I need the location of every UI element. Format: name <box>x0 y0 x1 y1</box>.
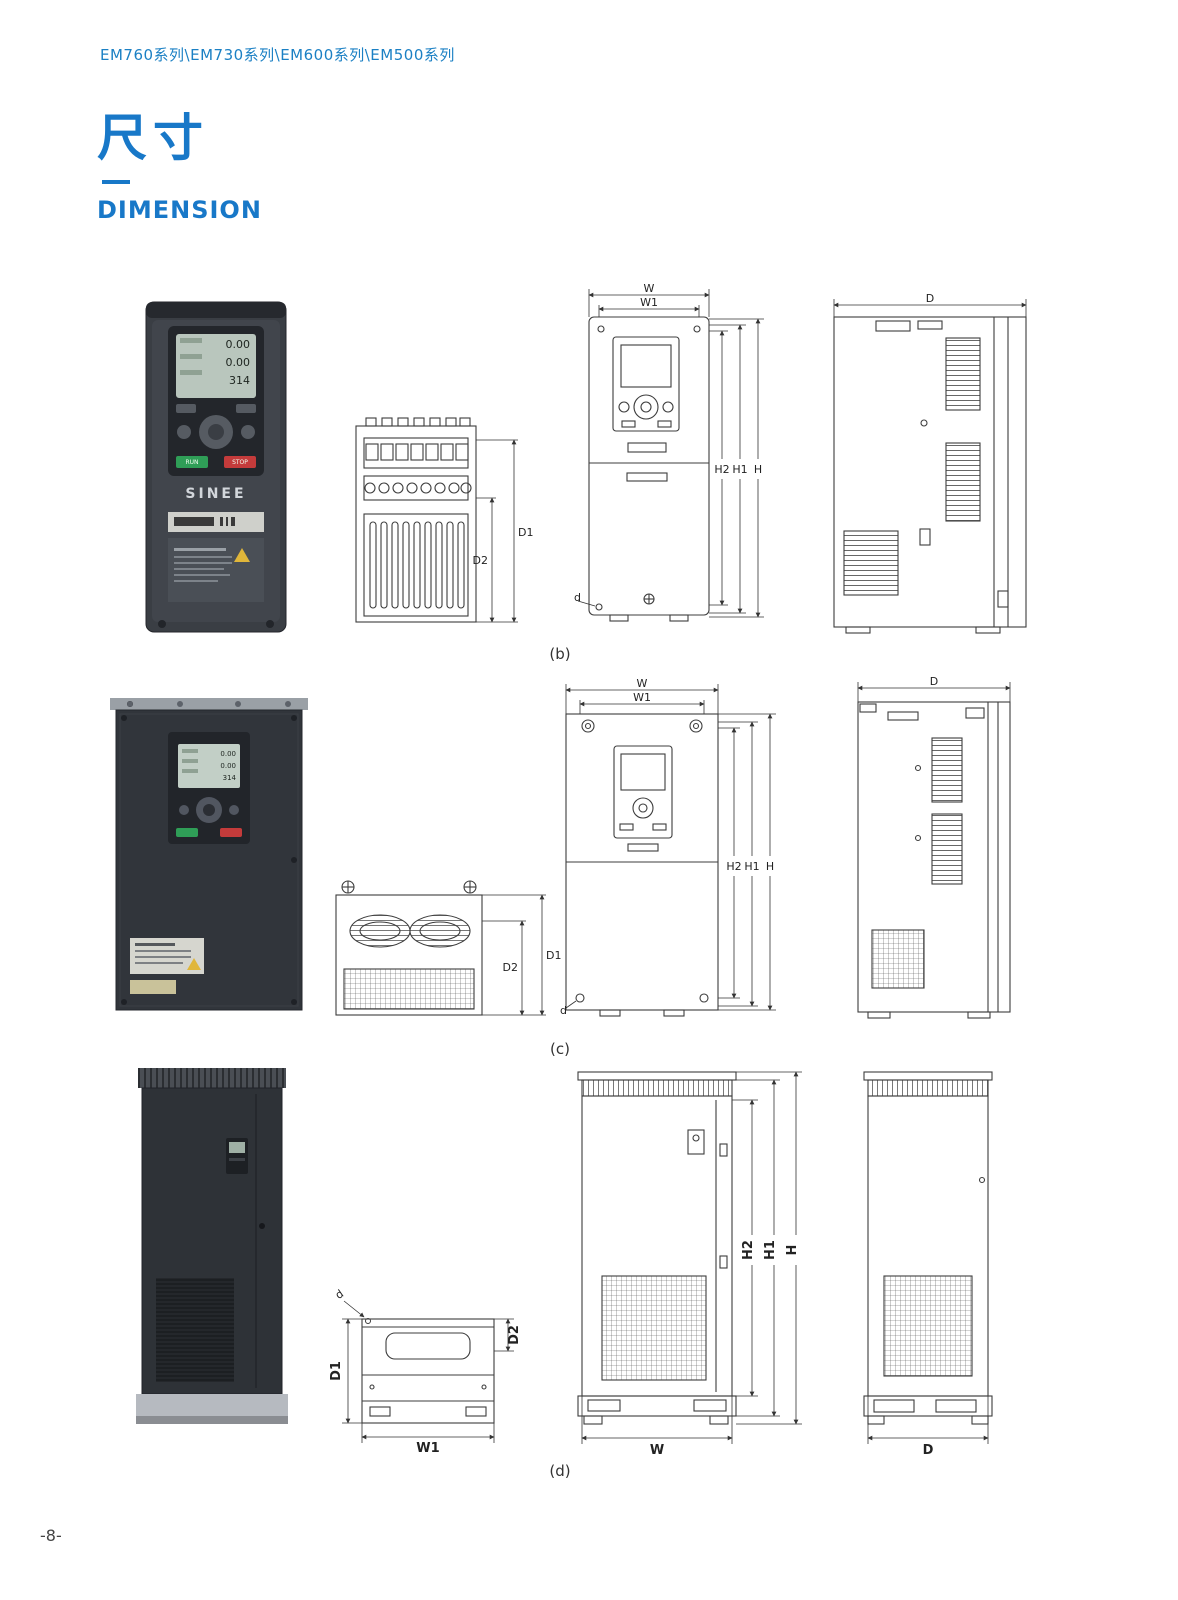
bottom-view-b: D2 D1 <box>355 417 533 623</box>
series-header: EM760系列\EM730系列\EM600系列\EM500系列 <box>100 46 455 64</box>
esc-button <box>236 404 256 413</box>
front-view-d: H2 H1 H W <box>577 1071 802 1458</box>
run-button-label: RUN <box>185 459 198 466</box>
lcd-value-c3: 314 <box>223 774 237 782</box>
product-photo-b: 0.00 0.00 314 RUN STOP SINEE <box>145 301 287 633</box>
dim-label-d: d <box>560 1004 567 1017</box>
dim-label-H1: H1 <box>732 463 747 476</box>
dim-label-D1: D1 <box>329 1361 344 1381</box>
lcd-value-2: 0.00 <box>226 356 251 369</box>
page-title-en: DIMENSION <box>97 196 262 224</box>
side-view-c: D <box>857 675 1011 1019</box>
product-photo-c: 0.00 0.00 314 <box>110 698 308 1011</box>
top-view-d: d D1 W1 D2 <box>329 1287 522 1456</box>
lcd-value-3: 314 <box>229 374 250 387</box>
title-underline <box>102 180 130 184</box>
lcd-value-c2: 0.00 <box>220 762 236 770</box>
dim-label-D: D <box>926 292 934 305</box>
dim-label-H1: H1 <box>763 1240 778 1260</box>
dim-label-d: d <box>574 591 581 604</box>
dim-label-W: W <box>644 282 655 295</box>
brand-logo: SINEE <box>185 486 246 502</box>
page-title-cn: 尺寸 <box>97 109 209 167</box>
dim-label-d: d <box>333 1287 346 1302</box>
lcd-value-1: 0.00 <box>226 338 251 351</box>
dim-label-W: W <box>637 677 648 690</box>
dim-label-W1: W1 <box>416 1441 439 1456</box>
stop-button-c <box>220 828 242 837</box>
dim-label-W1: W1 <box>633 691 651 704</box>
dim-label-D: D <box>930 675 938 688</box>
dim-label-D: D <box>923 1443 934 1458</box>
lcd-display <box>176 334 256 398</box>
dim-label-H2: H2 <box>741 1240 756 1260</box>
dim-label-W1: W1 <box>640 296 658 309</box>
lcd-value-c1: 0.00 <box>220 750 236 758</box>
dim-label-H: H <box>785 1245 800 1256</box>
front-view-b: W W1 d H2 <box>574 282 764 622</box>
figure-caption-d: (d) <box>549 1462 571 1480</box>
dim-label-D2: D2 <box>503 961 518 974</box>
dim-label-D2: D2 <box>473 554 488 567</box>
stop-button <box>224 456 256 468</box>
side-view-d: D <box>863 1071 993 1458</box>
dim-label-D2: D2 <box>507 1325 522 1345</box>
dim-label-H2: H2 <box>726 860 741 873</box>
dim-label-D1: D1 <box>546 949 561 962</box>
dim-label-H2: H2 <box>714 463 729 476</box>
side-view-b: D <box>833 292 1027 634</box>
front-view-c: W W1 d H2 H1 H <box>560 677 776 1017</box>
dim-label-H: H <box>754 463 762 476</box>
figure-caption-c: (c) <box>550 1040 570 1058</box>
aux-button <box>176 404 196 413</box>
figure-caption-b: (b) <box>549 645 571 663</box>
stop-button-label: STOP <box>232 459 248 466</box>
dim-label-H1: H1 <box>744 860 759 873</box>
dim-label-D1: D1 <box>518 526 533 539</box>
page-number: -8- <box>40 1526 62 1545</box>
dim-label-W: W <box>650 1443 664 1458</box>
dim-label-H: H <box>766 860 774 873</box>
product-photo-d <box>136 1068 288 1424</box>
bottom-view-c: D2 D1 <box>335 880 561 1016</box>
run-button-c <box>176 828 198 837</box>
run-button <box>176 456 208 468</box>
